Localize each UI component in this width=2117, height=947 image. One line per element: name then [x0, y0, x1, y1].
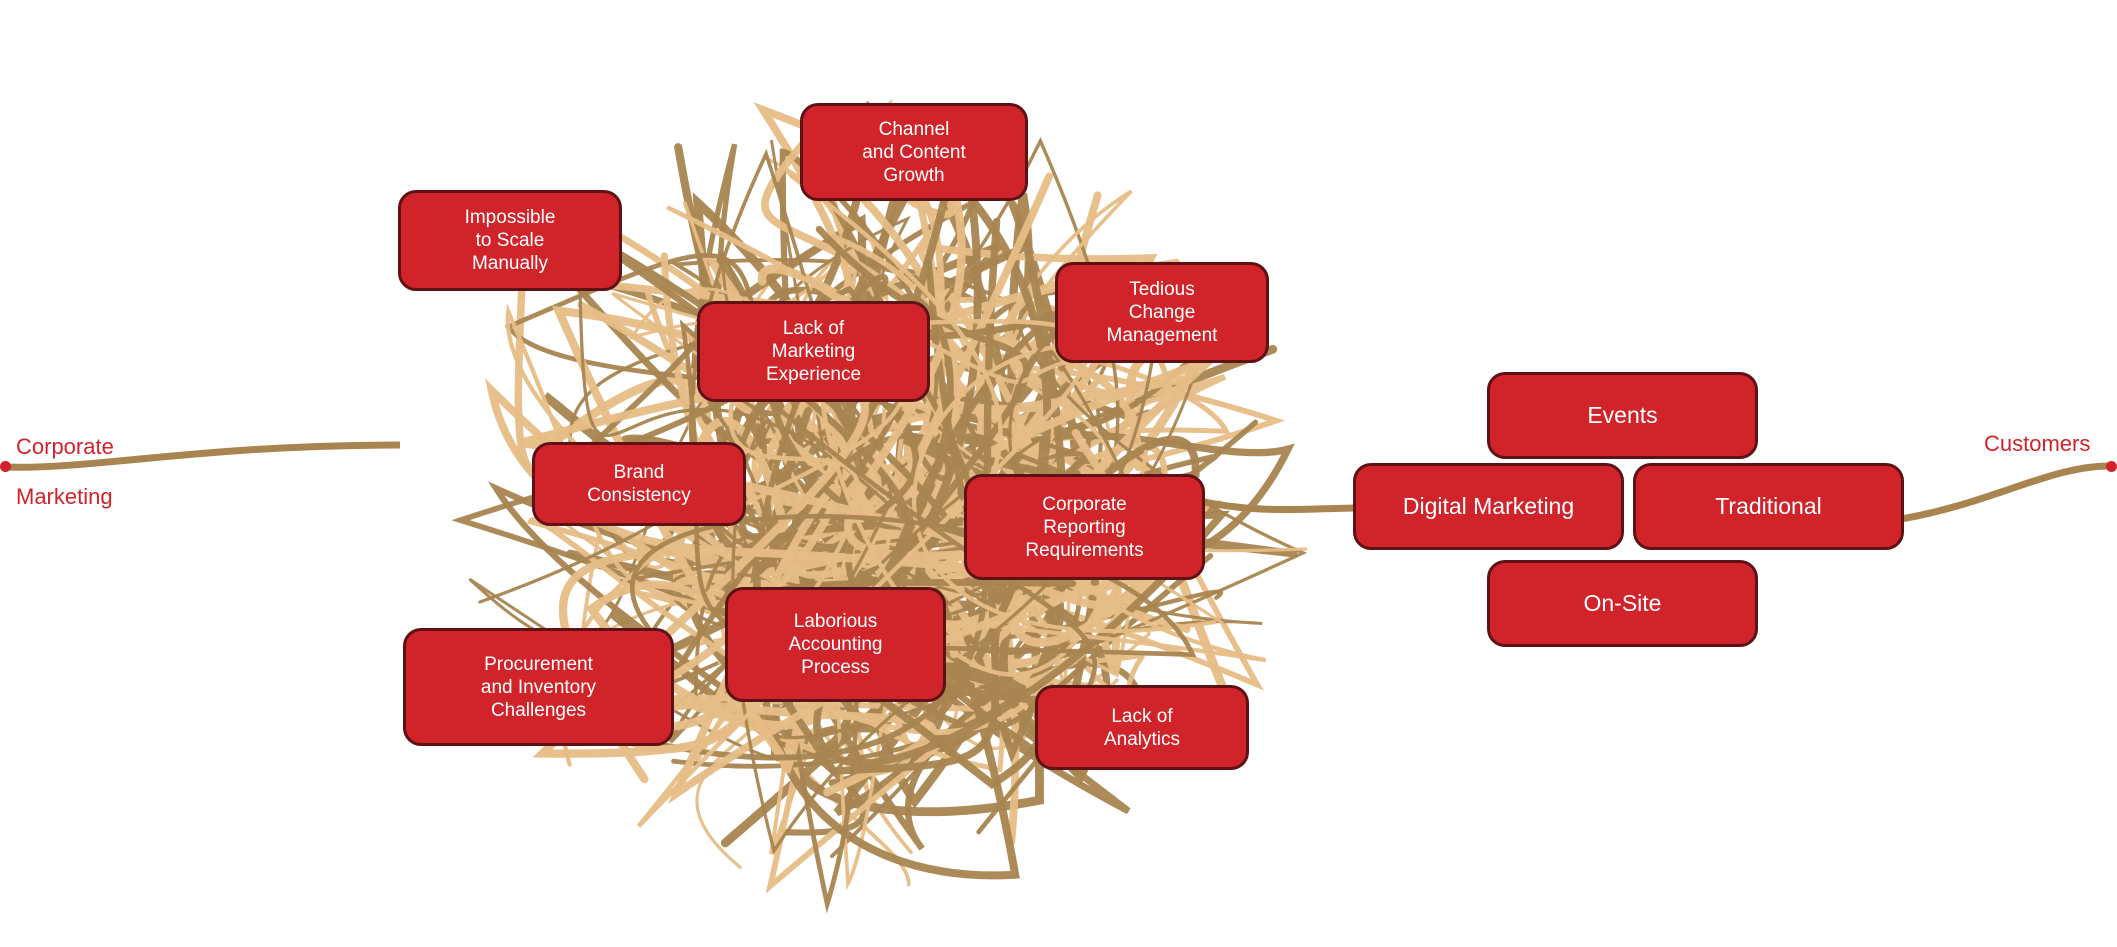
channel-traditional: Traditional — [1633, 463, 1904, 550]
channel-events: Events — [1487, 372, 1758, 459]
tangle-strand — [630, 319, 1197, 835]
challenge-tedious-change-management: Tedious Change Management — [1055, 262, 1269, 363]
channel-digital-marketing: Digital Marketing — [1353, 463, 1624, 550]
source-label-line1: Corporate — [16, 434, 114, 459]
challenge-lack-of-marketing-experience: Lack of Marketing Experience — [697, 301, 930, 402]
challenge-channel-content-growth: Channel and Content Growth — [800, 103, 1028, 201]
target-label: Customers — [1984, 431, 2091, 456]
input-line — [5, 441, 401, 471]
output-line — [1894, 462, 2113, 524]
source-label-line2: Marketing — [16, 484, 113, 509]
channel-on-site: On-Site — [1487, 560, 1758, 647]
source-dot — [0, 461, 11, 472]
challenge-laborious-accounting-process: Laborious Accounting Process — [725, 587, 946, 702]
target-dot — [2106, 461, 2117, 472]
challenge-procurement-inventory: Procurement and Inventory Challenges — [403, 628, 674, 746]
challenge-brand-consistency: Brand Consistency — [532, 442, 746, 526]
connector-line — [1194, 496, 1361, 514]
challenge-impossible-to-scale: Impossible to Scale Manually — [398, 190, 622, 291]
challenge-corporate-reporting-requirements: Corporate Reporting Requirements — [964, 474, 1205, 580]
challenge-lack-of-analytics: Lack of Analytics — [1035, 685, 1249, 770]
